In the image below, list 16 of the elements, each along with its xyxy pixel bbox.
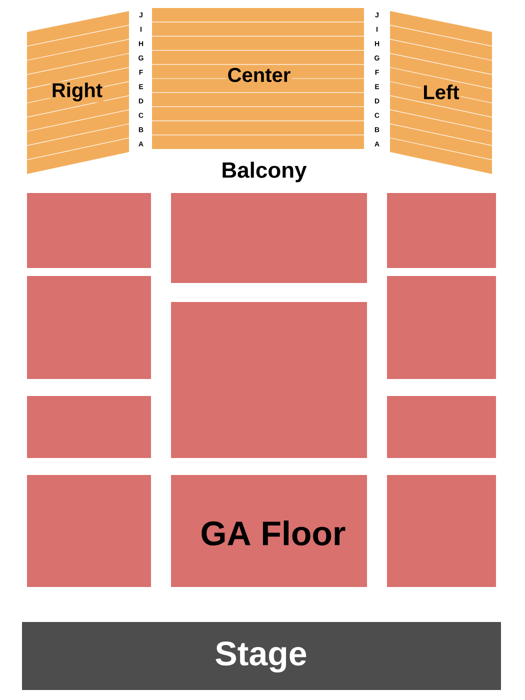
seating-block	[171, 193, 367, 283]
seating-block	[27, 276, 151, 379]
seating-section: GA Floor	[171, 475, 367, 587]
seating-block	[387, 475, 496, 587]
stage: Stage	[22, 622, 501, 690]
seating-block	[171, 302, 367, 458]
seating-section: Center	[152, 8, 364, 149]
seating-block	[387, 396, 496, 458]
seating-block	[27, 396, 151, 458]
seating-block	[27, 475, 151, 587]
seating-section: Left	[390, 11, 492, 174]
area-label: Balcony	[222, 162, 307, 182]
seating-block	[27, 193, 151, 268]
seating-section: Right	[26, 11, 130, 174]
seating-block	[387, 193, 496, 268]
seating-block	[387, 276, 496, 379]
